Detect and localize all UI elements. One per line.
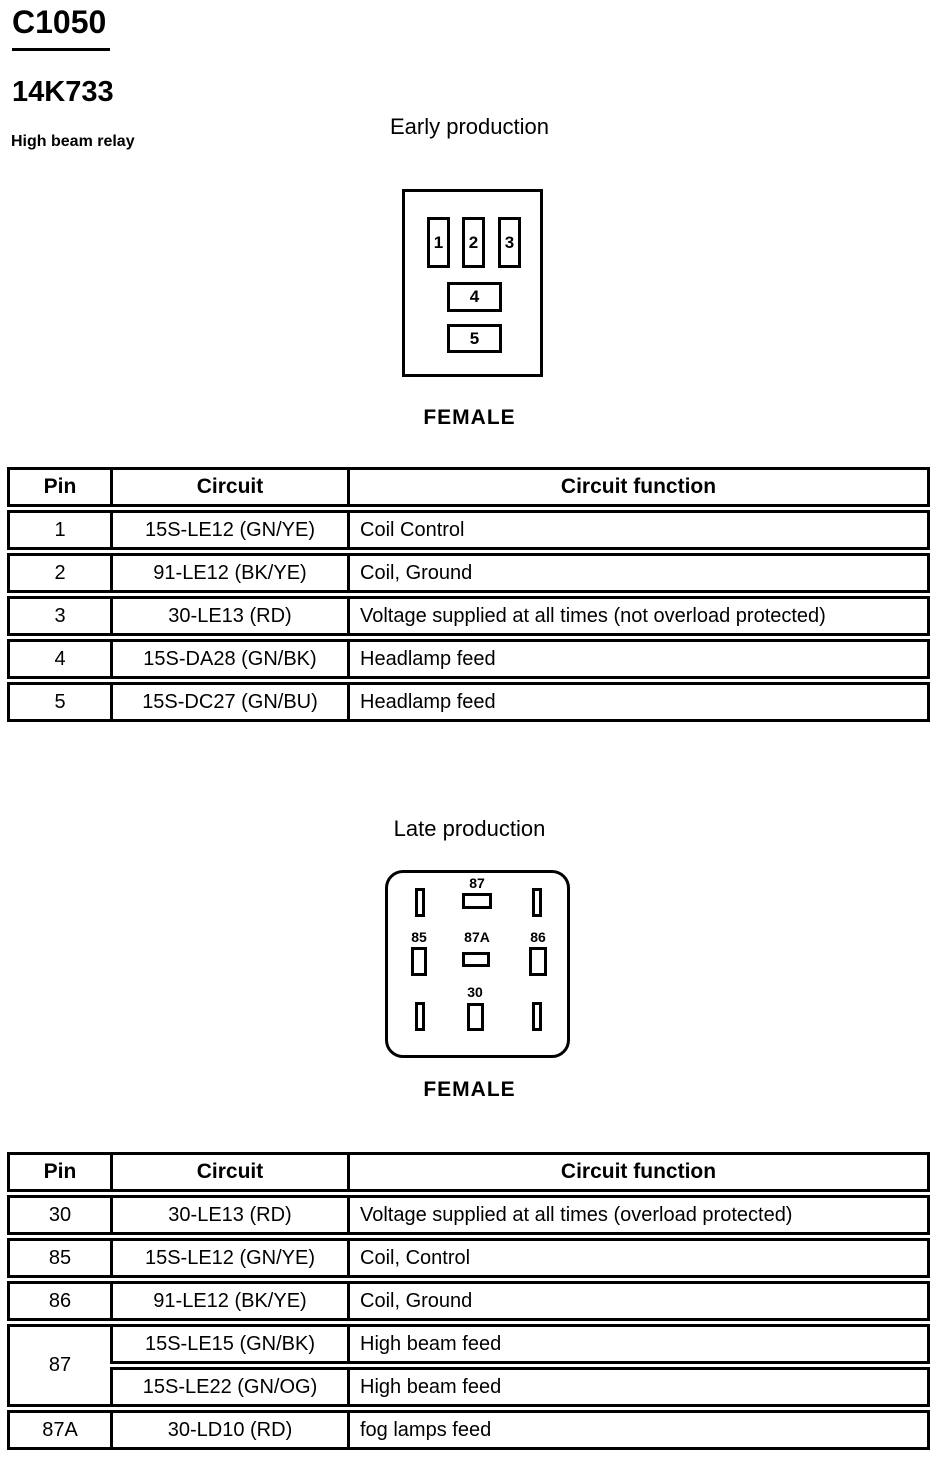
table-row: 85 15S-LE12 (GN/YE) Coil, Control bbox=[7, 1238, 930, 1278]
circuit-function-cell: Headlamp feed bbox=[347, 682, 930, 722]
circuit-function-cell: Voltage supplied at all times (overload … bbox=[347, 1195, 930, 1235]
pin-cell: 5 bbox=[7, 682, 110, 722]
pin-cell: 85 bbox=[7, 1238, 110, 1278]
table-row: 1 15S-LE12 (GN/YE) Coil Control bbox=[7, 510, 930, 550]
connector-id-heading: C1050 bbox=[12, 4, 111, 51]
late-pinout-table: Pin Circuit Circuit function 30 30-LE13 … bbox=[7, 1149, 930, 1453]
table-row: 86 91-LE12 (BK/YE) Coil, Ground bbox=[7, 1281, 930, 1321]
keyway-slot-bottom-right bbox=[532, 1002, 542, 1031]
table-row: 87 15S-LE15 (GN/BK) High beam feed bbox=[7, 1324, 930, 1407]
cavity-2: 2 bbox=[462, 217, 485, 268]
pin-cell: 4 bbox=[7, 639, 110, 679]
cavity-3-label: 3 bbox=[504, 232, 515, 252]
late-connector-gender-label: FEMALE bbox=[423, 1078, 516, 1101]
circuit-column-header: Circuit bbox=[110, 1152, 347, 1192]
cavity-5-label: 5 bbox=[469, 328, 480, 348]
circuit-cell: 15S-LE15 (GN/BK) bbox=[110, 1324, 347, 1364]
circuit-cell: 15S-LE22 (GN/OG) bbox=[110, 1367, 347, 1407]
cavity-1: 1 bbox=[427, 217, 450, 268]
early-production-title: Early production bbox=[390, 114, 549, 139]
circuit-function-cell: Voltage supplied at all times (not overl… bbox=[347, 596, 930, 636]
pin-cell: 87A bbox=[7, 1410, 110, 1450]
circuit-function-cell: Headlamp feed bbox=[347, 639, 930, 679]
keyway-slot-top-right bbox=[532, 888, 542, 917]
part-number-heading: 14K733 bbox=[12, 76, 114, 108]
circuit-cell: 15S-DA28 (GN/BK) bbox=[110, 639, 347, 679]
table-row: 3 30-LE13 (RD) Voltage supplied at all t… bbox=[7, 596, 930, 636]
pin-cell: 30 bbox=[7, 1195, 110, 1235]
circuit-cell: 15S-LE12 (GN/YE) bbox=[110, 1238, 347, 1278]
cavity-30-label: 30 bbox=[467, 984, 483, 1000]
cavity-85 bbox=[411, 947, 427, 976]
circuit-column-header: Circuit bbox=[110, 467, 347, 507]
cavity-87a bbox=[462, 952, 490, 967]
circuit-cell: 30-LD10 (RD) bbox=[110, 1410, 347, 1450]
cavity-3: 3 bbox=[498, 217, 521, 268]
circuit-function-cell: High beam feed bbox=[347, 1324, 930, 1364]
keyway-slot-bottom-left bbox=[415, 1002, 425, 1031]
circuit-cell: 91-LE12 (BK/YE) bbox=[110, 553, 347, 593]
circuit-function-column-header: Circuit function bbox=[347, 1152, 930, 1192]
cavity-30 bbox=[467, 1003, 484, 1031]
pin-cell: 86 bbox=[7, 1281, 110, 1321]
cavity-4: 4 bbox=[447, 282, 502, 312]
cavity-86 bbox=[529, 947, 547, 976]
cavity-87-label: 87 bbox=[469, 875, 485, 891]
circuit-function-cell: High beam feed bbox=[347, 1367, 930, 1407]
table-row: 30 30-LE13 (RD) Voltage supplied at all … bbox=[7, 1195, 930, 1235]
circuit-function-cell: Coil, Ground bbox=[347, 1281, 930, 1321]
cavity-87 bbox=[462, 893, 492, 909]
table-row: 87A 30-LD10 (RD) fog lamps feed bbox=[7, 1410, 930, 1450]
circuit-cell: 15S-DC27 (GN/BU) bbox=[110, 682, 347, 722]
part-description: High beam relay bbox=[11, 133, 135, 150]
pin-cell: 2 bbox=[7, 553, 110, 593]
circuit-function-cell: fog lamps feed bbox=[347, 1410, 930, 1450]
pin-column-header: Pin bbox=[7, 467, 110, 507]
table-header-row: Pin Circuit Circuit function bbox=[7, 467, 930, 507]
pin-cell: 1 bbox=[7, 510, 110, 550]
pin-cell-87-rowspan: 87 bbox=[7, 1324, 110, 1407]
cavity-85-label: 85 bbox=[411, 929, 427, 945]
table-header-row: Pin Circuit Circuit function bbox=[7, 1152, 930, 1192]
early-pinout-table: Pin Circuit Circuit function 1 15S-LE12 … bbox=[7, 464, 930, 725]
cavity-4-label: 4 bbox=[469, 287, 480, 306]
circuit-cell: 30-LE13 (RD) bbox=[110, 596, 347, 636]
keyway-slot-top-left bbox=[415, 888, 425, 917]
table-row: 2 91-LE12 (BK/YE) Coil, Ground bbox=[7, 553, 930, 593]
table-row: 5 15S-DC27 (GN/BU) Headlamp feed bbox=[7, 682, 930, 722]
cavity-5: 5 bbox=[447, 324, 502, 353]
circuit-cell: 30-LE13 (RD) bbox=[110, 1195, 347, 1235]
late-production-title: Late production bbox=[393, 816, 546, 841]
cavity-1-label: 1 bbox=[433, 232, 444, 252]
circuit-cell: 15S-LE12 (GN/YE) bbox=[110, 510, 347, 550]
late-connector-diagram: 87 85 87A 86 30 bbox=[385, 870, 570, 1058]
circuit-function-cell: Coil, Ground bbox=[347, 553, 930, 593]
early-connector-diagram: 1 2 3 4 5 bbox=[402, 189, 543, 377]
circuit-function-column-header: Circuit function bbox=[347, 467, 930, 507]
cavity-87a-label: 87A bbox=[464, 929, 490, 945]
cavity-2-label: 2 bbox=[468, 232, 479, 252]
circuit-function-cell: Coil Control bbox=[347, 510, 930, 550]
circuit-cell: 91-LE12 (BK/YE) bbox=[110, 1281, 347, 1321]
table-row: 4 15S-DA28 (GN/BK) Headlamp feed bbox=[7, 639, 930, 679]
table-row: 15S-LE22 (GN/OG) High beam feed bbox=[7, 1367, 930, 1407]
cavity-86-label: 86 bbox=[530, 929, 546, 945]
pin-column-header: Pin bbox=[7, 1152, 110, 1192]
pin-cell: 3 bbox=[7, 596, 110, 636]
circuit-function-cell: Coil, Control bbox=[347, 1238, 930, 1278]
early-connector-gender-label: FEMALE bbox=[423, 406, 516, 429]
